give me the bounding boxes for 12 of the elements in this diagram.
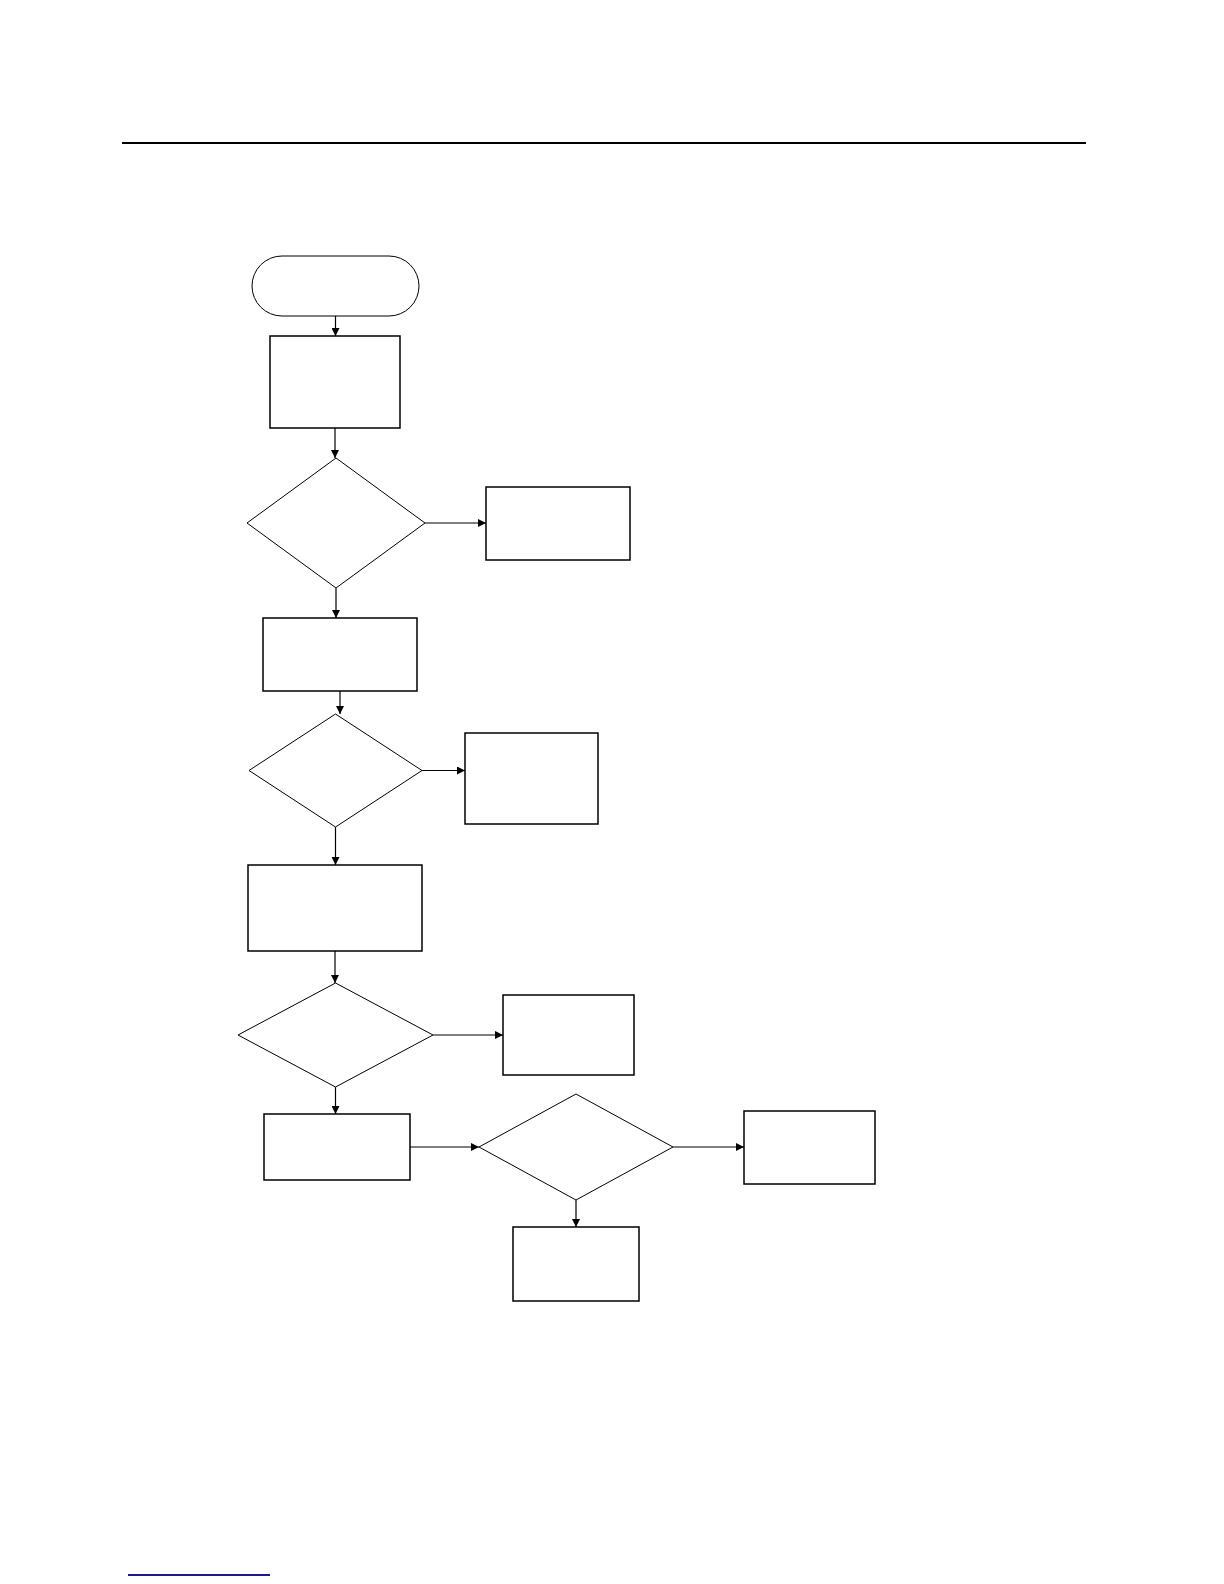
arrow <box>331 1086 340 1115</box>
arrow <box>336 690 344 715</box>
arrow <box>331 826 340 866</box>
arrow <box>424 519 487 527</box>
arrow <box>332 587 340 619</box>
arrow <box>331 427 339 459</box>
arrow <box>421 766 466 775</box>
arrow <box>572 1199 580 1228</box>
arrow <box>331 950 339 984</box>
arrow <box>432 1031 504 1039</box>
arrow <box>331 315 340 337</box>
arrow <box>672 1143 745 1151</box>
